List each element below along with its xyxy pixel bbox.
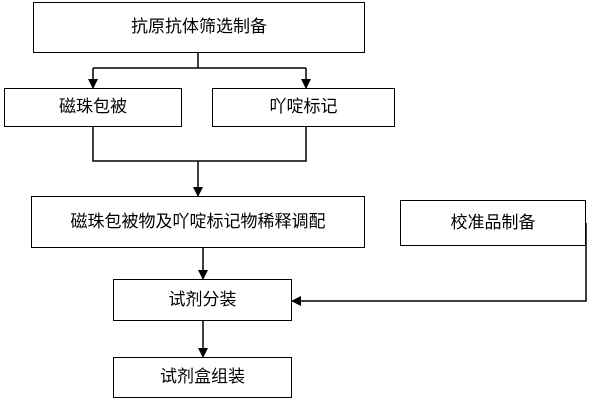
node-dilution-preparation: 磁珠包被物及吖啶标记物稀释调配 [31,196,365,248]
node-calibrator-preparation: 校准品制备 [400,200,586,246]
node-acridinium-labeling: 吖啶标记 [212,88,395,127]
connector-merge [92,127,307,162]
arrow-calibrator-to-dispensing [291,223,587,306]
node-kit-assembly: 试剂盒组装 [113,357,292,398]
node-magnetic-bead-coating: 磁珠包被 [4,88,182,127]
node-antigen-antibody-screening: 抗原抗体筛选制备 [33,2,365,53]
node-reagent-dispensing: 试剂分装 [113,279,292,321]
